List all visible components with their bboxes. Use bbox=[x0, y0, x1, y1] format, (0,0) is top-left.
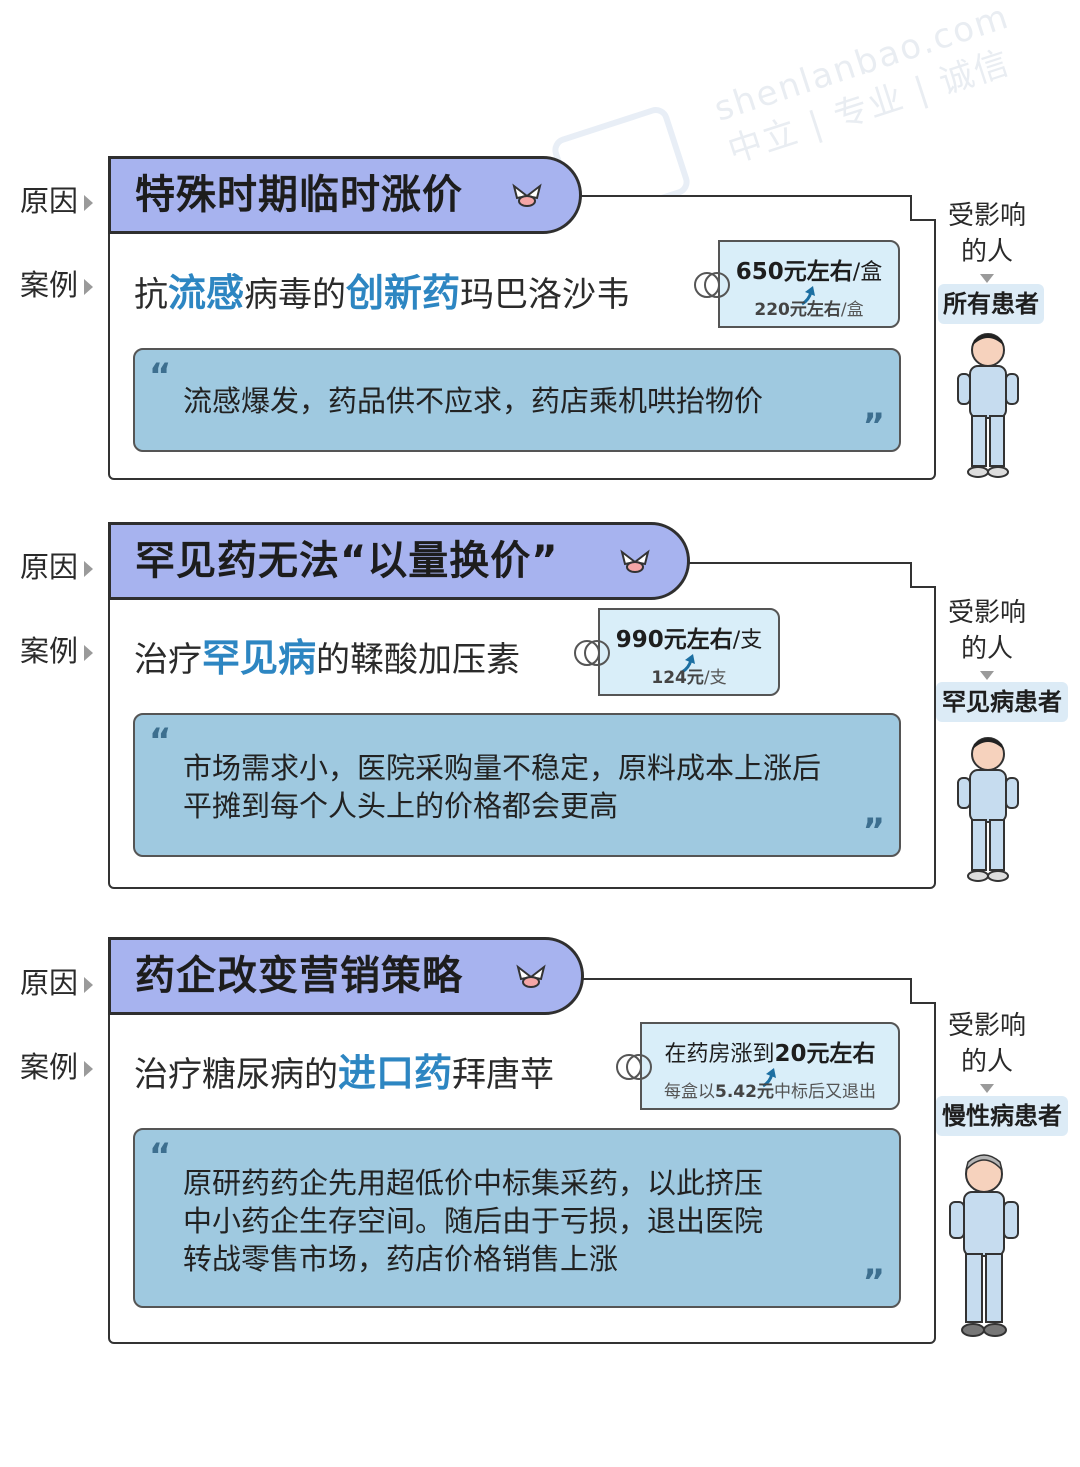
reason-banner-3: 药企改变营销策略 bbox=[108, 937, 584, 1015]
price-before: 每盒以5.42元中标后又退出 bbox=[664, 1082, 876, 1102]
caret-down-icon bbox=[980, 274, 994, 283]
tag-ring-icon bbox=[704, 272, 730, 298]
price-after: 在药房涨到20元左右 bbox=[664, 1041, 876, 1067]
quote-box: “ 流感爆发，药品供不应求，药店乘机哄抬物价 ” bbox=[133, 348, 901, 452]
arrow-up-icon bbox=[762, 1068, 776, 1088]
tag-ring-icon bbox=[584, 640, 610, 666]
affected-label: 受影响 的人 bbox=[940, 198, 1034, 289]
quote-close-icon: ” bbox=[862, 406, 885, 446]
quote-box: “ 原研药药企先用超低价中标集采药，以此挤压 中小药企生存空间。随后由于亏损，退… bbox=[133, 1128, 901, 1308]
bow-icon bbox=[512, 183, 542, 207]
quote-close-icon: ” bbox=[862, 811, 885, 851]
reason-title: 药企改变营销策略 bbox=[135, 953, 463, 999]
elderly-patient-icon bbox=[949, 1154, 1019, 1337]
caret-right-icon bbox=[84, 977, 94, 993]
bow-icon bbox=[516, 964, 546, 988]
case-label: 案例 bbox=[20, 628, 94, 670]
bow-icon bbox=[620, 549, 650, 573]
caret-right-icon bbox=[84, 561, 94, 577]
young-patient-icon bbox=[957, 737, 1019, 882]
caret-down-icon bbox=[980, 1084, 994, 1093]
quote-open-icon: “ bbox=[149, 721, 172, 761]
reason-label: 原因 bbox=[20, 960, 94, 1002]
quote-text: 流感爆发，药品供不应求，药店乘机哄抬物价 bbox=[183, 384, 764, 418]
watermark: shenlanbao.com 中立 | 专业 | 诚信 bbox=[709, 0, 1029, 173]
affected-group: 慢性病患者 bbox=[936, 1096, 1068, 1136]
caret-right-icon bbox=[84, 195, 94, 211]
price-after: 650元左右/盒 bbox=[735, 259, 883, 285]
affected-group: 罕见病患者 bbox=[936, 682, 1068, 722]
price-before: 220元左右/盒 bbox=[754, 300, 864, 320]
caret-right-icon bbox=[84, 279, 94, 295]
price-tag: 650元左右/盒 220元左右/盒 bbox=[694, 240, 900, 328]
quote-open-icon: “ bbox=[149, 356, 172, 396]
case-label: 案例 bbox=[20, 262, 94, 304]
price-tag: 990元左右/支 124元/支 bbox=[574, 608, 780, 696]
quote-text: 原研药药企先用超低价中标集采药，以此挤压 中小药企生存空间。随后由于亏损，退出医… bbox=[183, 1166, 764, 1276]
caret-right-icon bbox=[84, 1061, 94, 1077]
price-tag: 在药房涨到20元左右 每盒以5.42元中标后又退出 bbox=[616, 1022, 900, 1110]
case-title: 治疗罕见病的鞣酸加压素 bbox=[134, 636, 521, 680]
quote-box: “ 市场需求小，医院采购量不稳定，原料成本上涨后 平摊到每个人头上的价格都会更高… bbox=[133, 713, 901, 857]
caret-down-icon bbox=[980, 671, 994, 680]
reason-banner-2: 罕见药无法“以量换价” bbox=[108, 522, 690, 600]
reason-title: 特殊时期临时涨价 bbox=[135, 172, 463, 218]
affected-label: 受影响 的人 bbox=[940, 1008, 1034, 1099]
page-fold-icon bbox=[910, 562, 936, 588]
page-fold-icon bbox=[910, 195, 936, 221]
quote-open-icon: “ bbox=[149, 1136, 172, 1176]
price-after: 990元左右/支 bbox=[615, 627, 763, 653]
reason-title: 罕见药无法“以量换价” bbox=[135, 538, 559, 584]
page-fold-icon bbox=[910, 978, 936, 1004]
arrow-up-icon bbox=[801, 286, 815, 306]
affected-group: 所有患者 bbox=[938, 284, 1044, 324]
quote-text: 市场需求小，医院采购量不稳定，原料成本上涨后 平摊到每个人头上的价格都会更高 bbox=[183, 751, 822, 823]
tag-ring-icon bbox=[626, 1054, 652, 1080]
price-before: 124元/支 bbox=[651, 668, 727, 688]
case-title: 治疗糖尿病的进口药拜唐苹 bbox=[134, 1051, 555, 1095]
arrow-up-icon bbox=[681, 654, 695, 674]
reason-label: 原因 bbox=[20, 178, 94, 220]
case-title: 抗流感病毒的创新药玛巴洛沙韦 bbox=[134, 271, 631, 315]
affected-label: 受影响 的人 bbox=[940, 595, 1034, 686]
quote-close-icon: ” bbox=[862, 1262, 885, 1302]
caret-right-icon bbox=[84, 645, 94, 661]
case-label: 案例 bbox=[20, 1044, 94, 1086]
young-patient-icon bbox=[957, 333, 1019, 478]
reason-banner-1: 特殊时期临时涨价 bbox=[108, 156, 582, 234]
reason-label: 原因 bbox=[20, 544, 94, 586]
